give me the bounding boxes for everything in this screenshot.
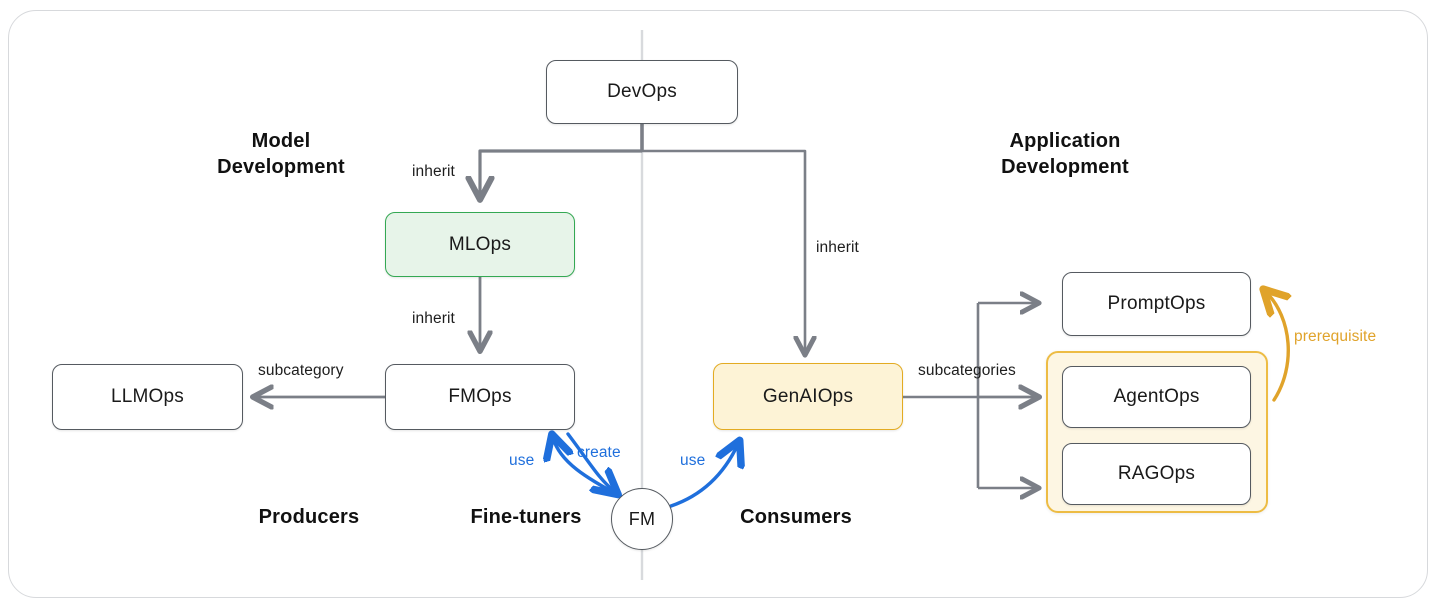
node-agentops[interactable]: AgentOps xyxy=(1062,366,1251,428)
role-title-consumers: Consumers xyxy=(682,506,910,529)
edge-label-text: inherit xyxy=(412,163,455,180)
edge-label-devops-genaiops-inherit: inherit xyxy=(816,239,859,257)
role-producers-label: Producers xyxy=(258,506,360,528)
edge-label-fm-fmops-use: use xyxy=(509,452,534,470)
role-fine-tuners-label: Fine-tuners xyxy=(470,506,582,528)
edge-label-devops-mlops-inherit: inherit xyxy=(412,163,455,181)
role-consumers-label: Consumers xyxy=(740,506,852,528)
node-promptops[interactable]: PromptOps xyxy=(1062,272,1251,336)
edge-label-fm-genaiops-use: use xyxy=(680,452,705,470)
node-ragops-label: RAGOps xyxy=(1117,463,1196,484)
zone-application-development-line1: Application xyxy=(1009,130,1121,152)
node-devops-label: DevOps xyxy=(607,81,677,102)
edge-label-genaiops-subcategories: subcategories xyxy=(918,362,1016,380)
zone-application-development-line2: Development xyxy=(1001,155,1129,178)
zone-title-model-development: Model Development xyxy=(141,129,421,180)
edge-label-fmops-fm-create: create xyxy=(577,444,621,462)
node-promptops-label: PromptOps xyxy=(1107,293,1206,314)
node-devops[interactable]: DevOps xyxy=(546,60,738,124)
edge-label-text: use xyxy=(680,452,706,469)
node-genaiops-label: GenAIOps xyxy=(762,385,854,407)
node-llmops[interactable]: LLMOps xyxy=(52,364,243,430)
node-fm-label: FM xyxy=(628,508,656,529)
zone-title-application-development: Application Development xyxy=(925,129,1205,180)
node-fm[interactable]: FM xyxy=(611,488,673,550)
node-ragops[interactable]: RAGOps xyxy=(1062,443,1251,505)
edge-label-text: create xyxy=(577,444,621,461)
edge-label-text: use xyxy=(509,452,535,469)
edge-label-fmops-llmops-subcategory: subcategory xyxy=(258,362,344,380)
node-mlops[interactable]: MLOps xyxy=(385,212,575,277)
edge-label-text: inherit xyxy=(816,239,859,256)
edge-label-text: prerequisite xyxy=(1294,328,1377,345)
node-fmops[interactable]: FMOps xyxy=(385,364,575,430)
edge-label-text: subcategories xyxy=(918,362,1016,379)
edge-label-text: inherit xyxy=(412,310,455,327)
zone-model-development-line1: Model xyxy=(251,130,311,152)
edge-label-text: subcategory xyxy=(258,362,344,379)
node-mlops-label: MLOps xyxy=(448,233,512,255)
edge-label-agentops-promptops-prerequisite: prerequisite xyxy=(1294,328,1376,346)
node-genaiops[interactable]: GenAIOps xyxy=(713,363,903,430)
node-agentops-label: AgentOps xyxy=(1113,386,1200,407)
zone-model-development-line2: Development xyxy=(217,155,345,178)
role-title-fine-tuners: Fine-tuners xyxy=(376,506,676,529)
node-llmops-label: LLMOps xyxy=(110,386,184,407)
role-title-producers: Producers xyxy=(196,506,422,529)
node-fmops-label: FMOps xyxy=(448,386,512,407)
edge-label-mlops-fmops-inherit: inherit xyxy=(412,310,455,328)
